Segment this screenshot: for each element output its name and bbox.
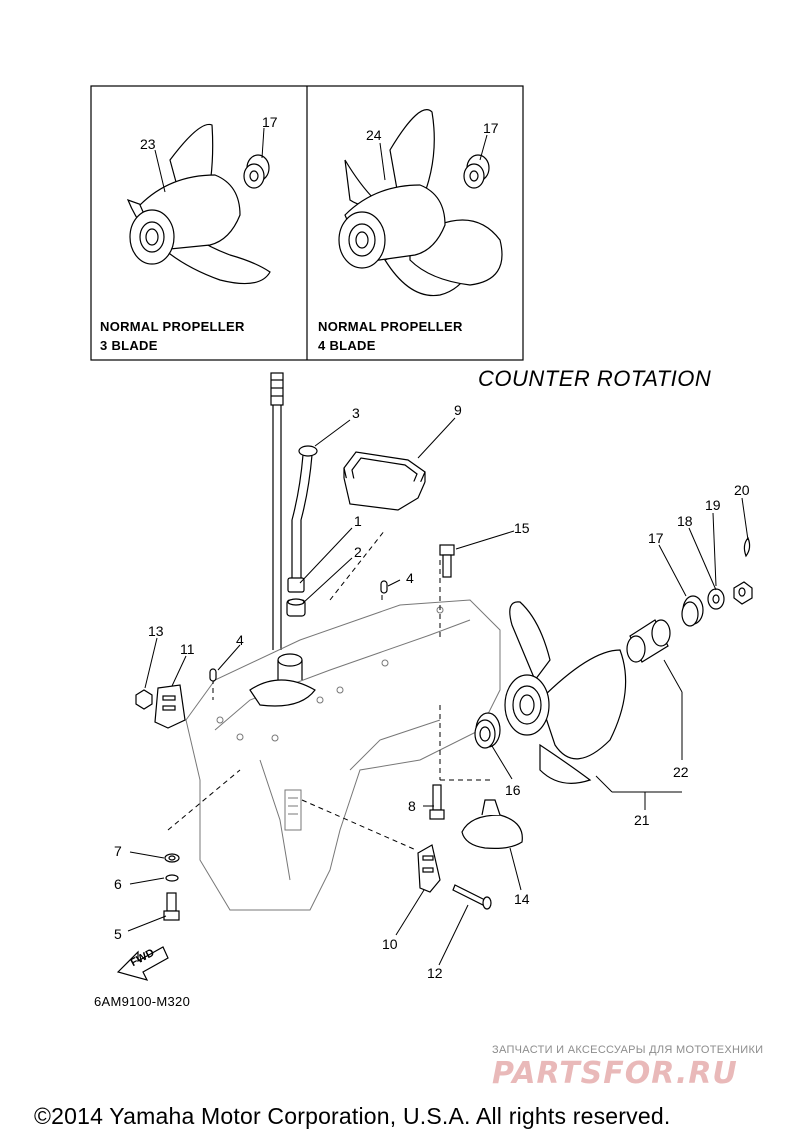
- inset-4-blade-line2: 4 BLADE: [318, 338, 376, 353]
- callout-17: 17: [262, 114, 278, 130]
- callout-17: 17: [483, 120, 499, 136]
- propeller-4-blade: [338, 109, 503, 297]
- bolt-8: [429, 784, 445, 820]
- callout-2: 2: [354, 544, 362, 560]
- callout-19: 19: [705, 497, 721, 513]
- callout-14: 14: [514, 891, 530, 907]
- anode-plate-11-nut-13: [135, 684, 186, 729]
- water-tube: [286, 445, 318, 617]
- callout-10: 10: [382, 936, 398, 952]
- callout-7: 7: [114, 843, 122, 859]
- callout-23: 23: [140, 136, 156, 152]
- callout-17: 17: [648, 530, 664, 546]
- callout-15: 15: [514, 520, 530, 536]
- callout-4: 4: [236, 632, 244, 648]
- inset-4-blade-line1: NORMAL PROPELLER: [318, 319, 463, 334]
- lower-casing: [185, 599, 501, 911]
- callout-3: 3: [352, 405, 360, 421]
- callout-20: 20: [734, 482, 750, 498]
- inset-title-4-blade: NORMAL PROPELLER 4 BLADE: [318, 317, 463, 355]
- inset-title-3-blade: NORMAL PROPELLER 3 BLADE: [100, 317, 245, 355]
- inset-3-blade-line2: 3 BLADE: [100, 338, 158, 353]
- callout-22: 22: [673, 764, 689, 780]
- callout-11: 11: [180, 641, 195, 657]
- callout-6: 6: [114, 876, 122, 892]
- inset-3-blade-line1: NORMAL PROPELLER: [100, 319, 245, 334]
- spacer-17-inset-4blade: [463, 154, 490, 189]
- callout-21: 21: [634, 812, 650, 828]
- thrust-washer-16: [474, 712, 501, 749]
- water-pump-housing: [249, 653, 316, 707]
- spacer-17-inset-3blade: [243, 154, 270, 189]
- gasket-9: [343, 451, 426, 511]
- fwd-arrow-icon: [116, 946, 169, 981]
- bolt-5-and-washers: [163, 853, 180, 921]
- callout-24: 24: [366, 127, 382, 143]
- callout-5: 5: [114, 926, 122, 942]
- bolt-15: [439, 544, 455, 578]
- callout-4: 4: [406, 570, 414, 586]
- drive-shaft: [270, 372, 284, 650]
- callout-13: 13: [148, 623, 164, 639]
- propeller-main-assembly: [504, 601, 627, 784]
- callout-9: 9: [454, 402, 462, 418]
- propeller-3-blade: [126, 123, 271, 285]
- callout-12: 12: [427, 965, 443, 981]
- callout-18: 18: [677, 513, 693, 529]
- trim-tab-14: [461, 799, 523, 849]
- propeller-inset-frames: [90, 85, 524, 361]
- callout-8: 8: [408, 798, 416, 814]
- callout-1: 1: [354, 513, 362, 529]
- rotation-label: COUNTER ROTATION: [478, 366, 712, 391]
- anode-10-screw-12: [417, 844, 492, 910]
- diagram-code: 6AM9100-M320: [94, 994, 191, 1009]
- propeller-hub-insert: [626, 619, 671, 663]
- callout-leaders: [127, 127, 749, 966]
- dowel-pins-4: [209, 580, 388, 682]
- watermark-subtitle: ЗАПЧАСТИ И АКСЕССУАРЫ ДЛЯ МОТОТЕХНИКИ: [492, 1044, 764, 1056]
- copyright-notice: ©2014 Yamaha Motor Corporation, U.S.A. A…: [34, 1103, 671, 1129]
- spacer-17-washer-18-nut-19-pin-20: [681, 536, 753, 627]
- callout-16: 16: [505, 782, 521, 798]
- watermark-logo: PARTSFOR.RU: [492, 1056, 738, 1091]
